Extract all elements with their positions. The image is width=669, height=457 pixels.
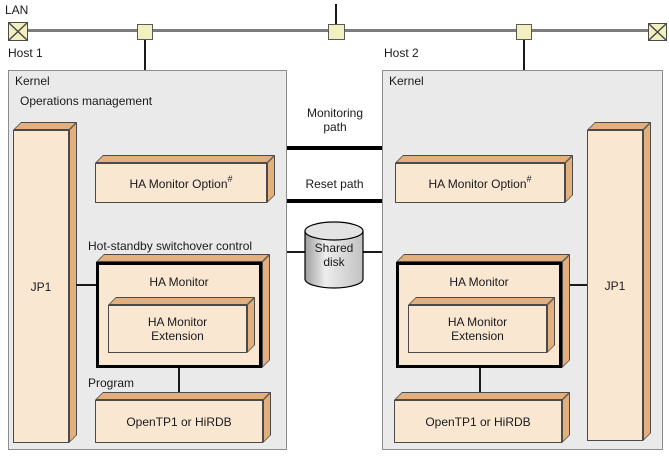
- host1-jp1-label: JP1: [30, 279, 52, 294]
- host1-ha-monitor-extension-box: HA Monitor Extension: [108, 305, 247, 353]
- host1-title: Host 1: [8, 46, 43, 60]
- host1-kernel-label: Kernel: [15, 74, 50, 88]
- host1-ha-monitor-extension-label: HA Monitor Extension: [147, 314, 208, 343]
- host2-jp1-label: JP1: [604, 278, 626, 293]
- lan-label: LAN: [5, 3, 29, 17]
- host2-title: Host 2: [384, 46, 419, 60]
- host1-ha-monitor-label: HA Monitor: [149, 275, 209, 289]
- shared-disk-right-connector: [363, 251, 382, 253]
- host1-hot-standby-label: Hot-standby switchover control: [88, 239, 253, 253]
- host1-opentp1-hirdb-label: OpenTP1 or HiRDB: [126, 414, 232, 429]
- host1-ha-monitor-option-box: HA Monitor Option#: [95, 163, 267, 203]
- host1-hamonitor-program-connector: [178, 368, 180, 400]
- host2-hamonitor-program-connector: [479, 368, 481, 400]
- shared-disk-cylinder-icon: [304, 220, 364, 290]
- lan-terminator-left-icon: [8, 22, 28, 41]
- reset-path-label: Reset path: [305, 177, 364, 191]
- monitoring-path-line: [287, 146, 382, 150]
- lan-node-icon: [328, 24, 345, 40]
- footnote-marker: #: [526, 174, 532, 184]
- host2-ha-monitor-extension-box: HA Monitor Extension: [408, 305, 547, 353]
- host2-kernel-label: Kernel: [389, 74, 424, 88]
- host1-jp1-hamonitor-connector: [76, 284, 96, 286]
- monitoring-path-label: Monitoring path: [306, 106, 364, 135]
- lan-terminator-right-icon: [648, 23, 667, 41]
- shared-disk-label: Shared disk: [314, 241, 354, 269]
- lan-node-icon: [516, 24, 532, 40]
- host2-lan-link-line: [523, 40, 525, 70]
- shared-disk-left-connector: [287, 251, 305, 253]
- host2-opentp1-hirdb-label: OpenTP1 or HiRDB: [425, 414, 531, 429]
- host1-operations-management-label: Operations management: [20, 94, 153, 108]
- host1-ha-monitor-option-label: HA Monitor Option: [129, 177, 228, 191]
- host2-ha-monitor-option-box: HA Monitor Option#: [395, 163, 565, 203]
- reset-path-line: [287, 199, 382, 203]
- lan-node-icon: [137, 24, 153, 40]
- host2-jp1-box: JP1: [587, 130, 643, 441]
- host2-ha-monitor-label: HA Monitor: [449, 275, 509, 289]
- host2-opentp1-hirdb-box: OpenTP1 or HiRDB: [394, 400, 562, 443]
- host2-hamonitor-jp1-connector: [570, 284, 587, 286]
- host1-program-label: Program: [88, 376, 135, 390]
- host2-ha-monitor-option-label: HA Monitor Option: [428, 177, 527, 191]
- host1-jp1-box: JP1: [13, 130, 69, 443]
- host2-ha-monitor-extension-label: HA Monitor Extension: [447, 314, 508, 343]
- host1-opentp1-hirdb-box: OpenTP1 or HiRDB: [95, 400, 263, 443]
- host1-lan-link-line: [144, 40, 146, 70]
- lan-uplink-line: [335, 4, 337, 26]
- footnote-marker: #: [227, 174, 233, 184]
